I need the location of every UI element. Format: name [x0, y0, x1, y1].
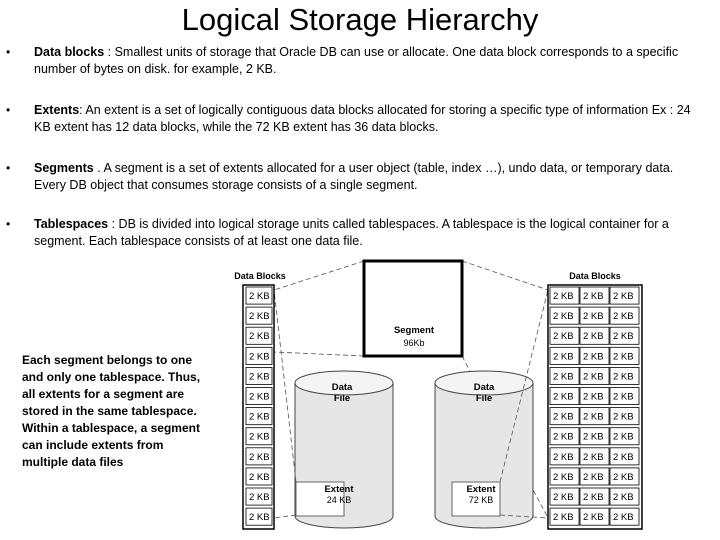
data-block-label: 2 KB: [613, 512, 634, 523]
connector-line: [274, 352, 364, 356]
data-block-label: 2 KB: [249, 472, 270, 483]
connector-line: [274, 261, 364, 290]
data-block-label: 2 KB: [613, 492, 634, 503]
connector-line: [462, 261, 548, 290]
data-block-label: 2 KB: [583, 492, 604, 503]
datafile-label-left-2: File: [334, 393, 350, 404]
data-block-label: 2 KB: [553, 392, 574, 403]
data-block-label: 2 KB: [613, 412, 634, 423]
left-blocks-label: Data Blocks: [234, 271, 286, 281]
data-block-label: 2 KB: [249, 331, 270, 342]
data-block-label: 2 KB: [249, 311, 270, 322]
extent-size-right: 72 KB: [469, 495, 494, 505]
data-block-label: 2 KB: [613, 452, 634, 463]
data-block-label: 2 KB: [553, 351, 574, 362]
data-block-label: 2 KB: [613, 392, 634, 403]
data-block-label: 2 KB: [583, 472, 604, 483]
data-block-label: 2 KB: [553, 512, 574, 523]
data-block-label: 2 KB: [613, 331, 634, 342]
data-block-label: 2 KB: [249, 492, 270, 503]
data-block-label: 2 KB: [583, 311, 604, 322]
datafile-label-right-2: File: [476, 393, 492, 404]
data-block-label: 2 KB: [249, 351, 270, 362]
data-block-label: 2 KB: [249, 371, 270, 382]
data-block-label: 2 KB: [583, 291, 604, 302]
data-block-label: 2 KB: [613, 432, 634, 443]
segment-label: Segment: [394, 325, 435, 336]
data-block-label: 2 KB: [553, 492, 574, 503]
data-block-label: 2 KB: [583, 412, 604, 423]
data-block-label: 2 KB: [613, 472, 634, 483]
data-block-label: 2 KB: [249, 412, 270, 423]
extent-size-left: 24 KB: [327, 495, 352, 505]
right-data-blocks: 2 KB 2 KB 2 KB 2 KB 2 KB 2 KB 2 KB 2 KB 2 KB 2 KB…: [550, 287, 639, 525]
segment-size: 96Kb: [403, 338, 424, 348]
connector-line: [274, 290, 296, 482]
data-block-label: 2 KB: [553, 432, 574, 443]
data-block-label: 2 KB: [553, 331, 574, 342]
data-block-label: 2 KB: [613, 311, 634, 322]
data-block-label: 2 KB: [583, 331, 604, 342]
data-block-label: 2 KB: [249, 392, 270, 403]
data-block-label: 2 KB: [583, 371, 604, 382]
data-block-label: 2 KB: [583, 512, 604, 523]
datafile-label-left-1: Data: [332, 382, 353, 393]
data-block-label: 2 KB: [553, 472, 574, 483]
data-block-label: 2 KB: [249, 291, 270, 302]
data-block-label: 2 KB: [613, 351, 634, 362]
extent-label-right: Extent: [466, 484, 496, 495]
connector-line: [274, 515, 296, 518]
data-block-label: 2 KB: [613, 291, 634, 302]
data-block-label: 2 KB: [553, 291, 574, 302]
data-block-label: 2 KB: [553, 371, 574, 382]
data-block-label: 2 KB: [583, 452, 604, 463]
extent-label-left: Extent: [324, 484, 354, 495]
data-block-label: 2 KB: [613, 371, 634, 382]
left-data-blocks: 2 KB 2 KB 2 KB 2 KB 2 KB 2 KB 2 KB 2 KB 2 KB 2 KB…: [246, 287, 272, 525]
data-block-label: 2 KB: [553, 452, 574, 463]
data-block-label: 2 KB: [583, 432, 604, 443]
datafile-label-right-1: Data: [474, 382, 495, 393]
data-block-label: 2 KB: [583, 392, 604, 403]
data-block-label: 2 KB: [583, 351, 604, 362]
data-block-label: 2 KB: [249, 452, 270, 463]
data-block-label: 2 KB: [553, 311, 574, 322]
data-block-label: 2 KB: [249, 432, 270, 443]
right-blocks-label: Data Blocks: [569, 271, 621, 281]
data-block-label: 2 KB: [249, 512, 270, 523]
data-block-label: 2 KB: [553, 412, 574, 423]
